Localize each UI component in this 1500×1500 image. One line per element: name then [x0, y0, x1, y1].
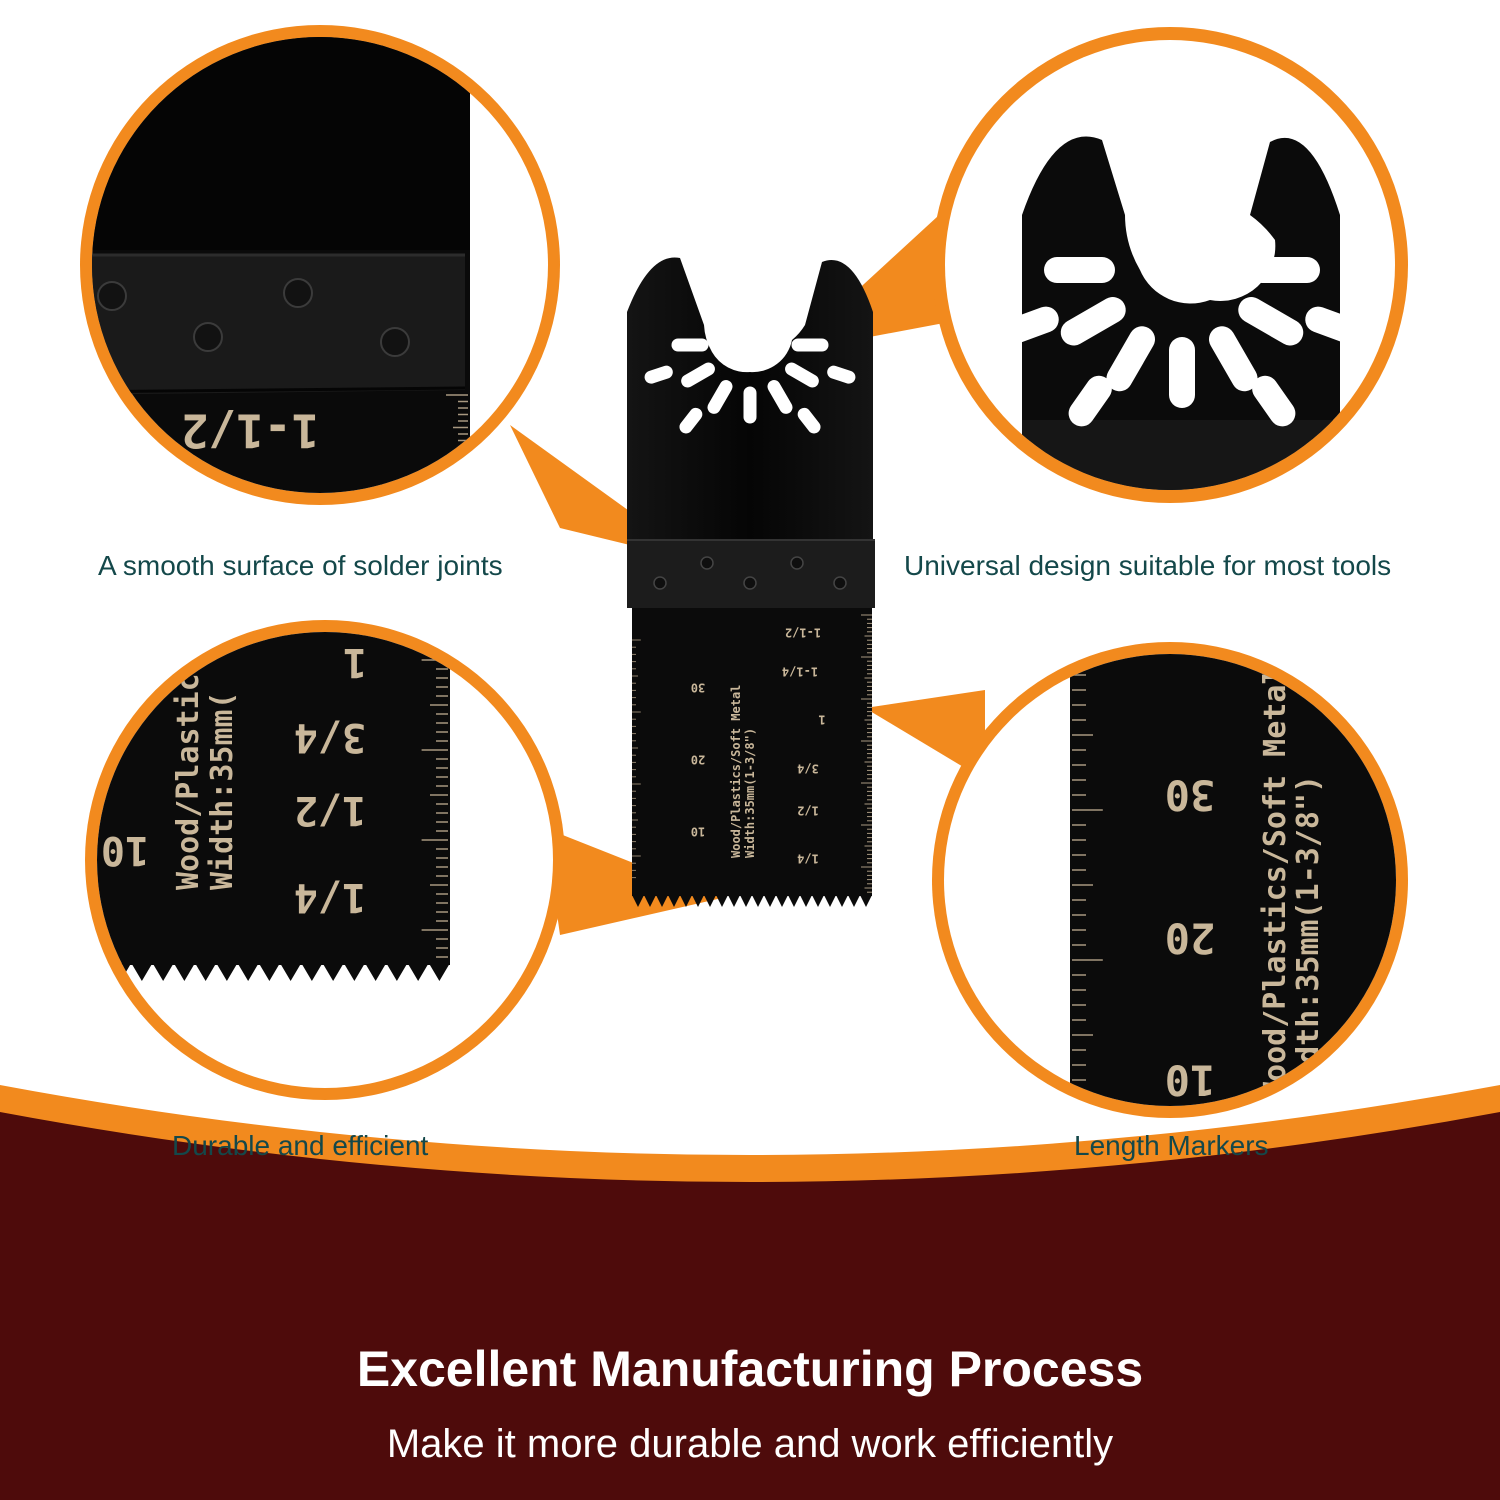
blade-spec-line: Width:35mm(1-3/8"): [743, 728, 757, 858]
zoom-spec-line: Width:35mm(1-3/8"): [1291, 775, 1326, 1100]
mount-slot: [1060, 297, 1126, 346]
mount-slot: [1068, 375, 1112, 427]
zoom-mm-mark: 10: [1165, 1056, 1216, 1105]
blade-mm-mark: 10: [691, 825, 705, 839]
blade-inch-mark: 1/4: [797, 852, 819, 866]
mount-slot: [767, 380, 793, 414]
solder-dot: [97, 281, 127, 311]
mount-slot: [1004, 306, 1059, 343]
solder-dot: [283, 278, 313, 308]
blade-mm-mark: 20: [691, 753, 705, 767]
caption-solder-joints: A smooth surface of solder joints: [98, 550, 503, 581]
mount-slot: [1106, 326, 1155, 392]
mount-slot: [1305, 306, 1360, 343]
zoom-inch-mark: 1-1/2: [181, 404, 319, 458]
blade-inch-mark: 3/4: [797, 762, 819, 776]
blade-ruler-ticks: [632, 614, 872, 893]
blade-mm-mark: 30: [691, 681, 705, 695]
zoom-mm-mark: 10: [101, 827, 149, 873]
solder-dot: [700, 556, 714, 570]
zoom-spec-line: Width:35mm(: [205, 691, 240, 890]
blade-inch-mark: 1-1/2: [785, 626, 821, 640]
zoom-circle-length: 30 20 10 Wood/Plastics/Soft Metal Width:…: [932, 642, 1408, 1118]
zoom-mm-mark: 20: [1165, 914, 1216, 963]
blade-inch-mark: 1/2: [797, 804, 819, 818]
mount-slot: [1252, 375, 1296, 427]
bottom-banner: [0, 1085, 1500, 1500]
zoom-circle-universal: [932, 27, 1408, 503]
zoom-mm-mark: 30: [1165, 771, 1216, 820]
zoom-circle-durable: 1 3/4 1/2 1/4 10 Wood/Plastics/ Width:35…: [85, 620, 565, 1100]
solder-dot: [790, 556, 804, 570]
caption-durable: Durable and efficient: [172, 1130, 429, 1161]
zoom-inch-mark: 1/2: [294, 787, 366, 833]
mount-slot: [827, 365, 856, 384]
blade-inch-mark: 1-1/4: [782, 665, 818, 679]
caption-length-markers: Length Markers: [1074, 1130, 1269, 1161]
saw-teeth: [110, 963, 450, 981]
blade-spec-line: Wood/Plastics/Soft Metal: [729, 685, 743, 858]
caption-universal-design: Universal design suitable for most tools: [904, 550, 1392, 581]
mount-slot: [707, 380, 733, 414]
blade-body: [632, 608, 872, 896]
solder-dot: [743, 576, 757, 590]
solder-dot: [193, 322, 223, 352]
mount-slot: [1209, 326, 1258, 392]
zoom-ruler-ticks: [421, 659, 448, 958]
banner-maroon-field: [0, 1112, 1500, 1500]
zoom-inch-mark: 1/4: [294, 874, 366, 920]
mount-slots: [644, 338, 856, 434]
solder-dot: [833, 576, 847, 590]
zoom-circle-solder: 1-1/2: [80, 25, 560, 505]
solder-dot: [380, 327, 410, 357]
mount-slot: [797, 407, 821, 434]
zoom-spec-line: Wood/Plastics/Soft Metal: [1258, 667, 1293, 1100]
blade-solder-plate: [627, 540, 875, 608]
multitool-blade: 1-1/2 1-1/4 1 3/4 1/2 1/4 30 20 10 Wood/…: [627, 257, 875, 907]
mount-slot: [681, 362, 715, 388]
mount-slots: [1004, 257, 1360, 427]
zoom-inch-mark: 1: [343, 639, 367, 685]
callout-pointer-length: [865, 690, 985, 780]
mount-slot: [644, 365, 673, 384]
solder-dot: [653, 576, 667, 590]
blade-inch-mark: 1: [818, 713, 825, 727]
banner-subtitle: Make it more durable and work efficientl…: [386, 1422, 1114, 1466]
mount-slot: [679, 407, 703, 434]
banner-title: Excellent Manufacturing Process: [356, 1341, 1144, 1397]
mount-slot: [1238, 297, 1304, 346]
zoom-inch-mark: 3/4: [294, 714, 366, 760]
mount-slot: [785, 362, 819, 388]
